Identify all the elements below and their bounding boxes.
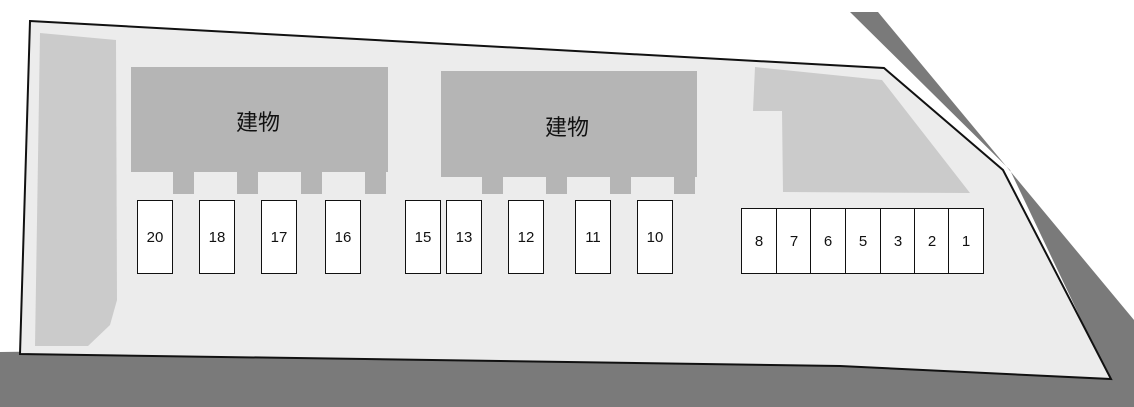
parking-space[interactable]: 2	[914, 208, 950, 274]
parking-space[interactable]: 20	[137, 200, 173, 274]
parking-space[interactable]: 18	[199, 200, 235, 274]
building-left-label: 建物	[236, 111, 281, 136]
right-area	[753, 67, 970, 193]
parking-space[interactable]: 11	[575, 200, 611, 274]
building-middle-label: 建物	[545, 116, 590, 141]
parking-space[interactable]: 8	[741, 208, 777, 274]
parking-space[interactable]: 3	[880, 208, 916, 274]
building-left	[131, 67, 388, 194]
parking-space[interactable]: 17	[261, 200, 297, 274]
parking-space[interactable]: 15	[405, 200, 441, 274]
parking-space[interactable]: 1	[948, 208, 984, 274]
parking-space[interactable]: 10	[637, 200, 673, 274]
parking-space[interactable]: 6	[810, 208, 846, 274]
building-middle	[441, 71, 697, 194]
parking-space[interactable]: 16	[325, 200, 361, 274]
parking-space[interactable]: 12	[508, 200, 544, 274]
road-right	[850, 12, 1134, 380]
parking-space[interactable]: 7	[776, 208, 812, 274]
left-strip	[35, 33, 117, 346]
parking-space[interactable]: 5	[845, 208, 881, 274]
parking-space[interactable]: 13	[446, 200, 482, 274]
